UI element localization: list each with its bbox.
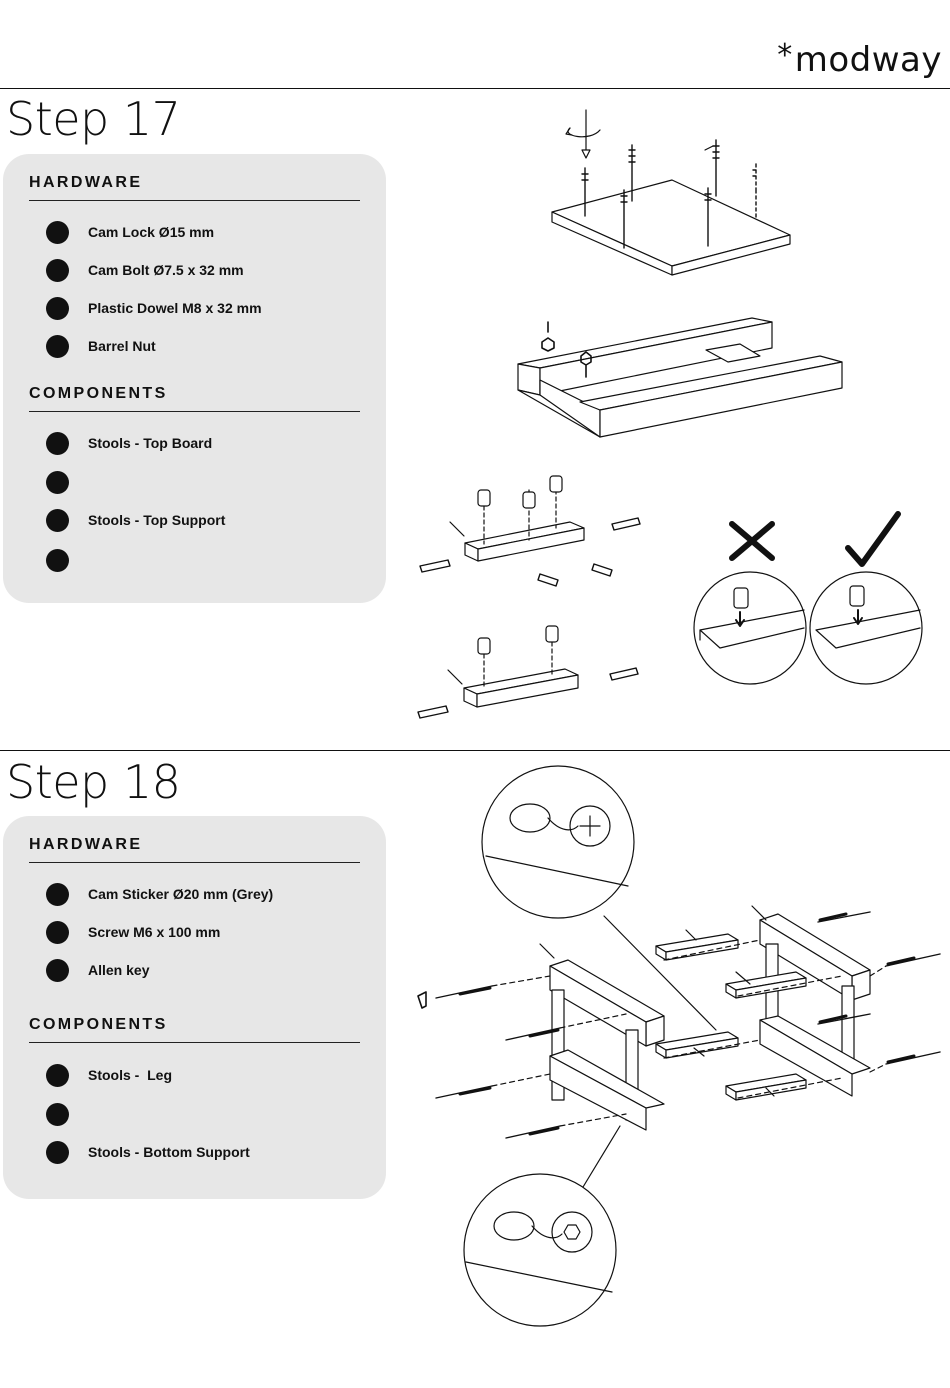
top-board-diagram	[552, 110, 790, 275]
allen-key-icon	[418, 992, 426, 1008]
correct-orientation-detail	[810, 514, 922, 684]
allen-key-callout	[464, 1126, 620, 1326]
screwdriver-icon	[566, 110, 600, 158]
top-support-diagram	[420, 476, 640, 586]
wrong-orientation-detail	[694, 524, 806, 684]
dowel-icon	[420, 518, 640, 586]
second-support-diagram	[418, 626, 638, 718]
leg-assembly-diagram	[418, 906, 940, 1138]
top-frame-diagram	[518, 318, 842, 437]
